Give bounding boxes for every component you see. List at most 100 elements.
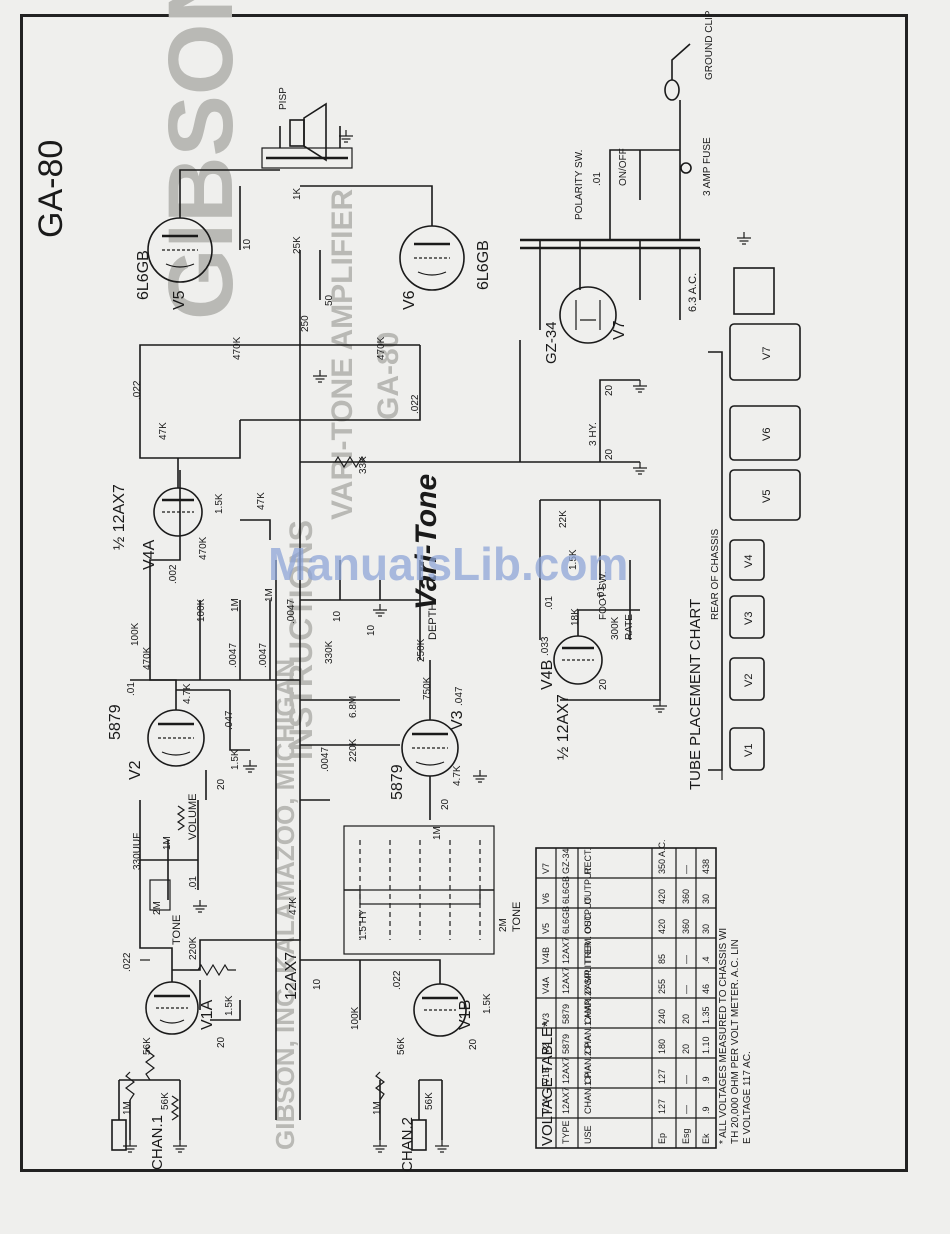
mix-c-0047-a: .0047 — [228, 643, 239, 668]
mix-r-100k-b: 100K — [196, 598, 207, 622]
table-cell: V6 — [541, 893, 551, 904]
placement-chart-title: TUBE PLACEMENT CHART — [687, 599, 704, 790]
trem-c-10-a: 10 — [332, 610, 343, 622]
table-cell: .4 — [701, 956, 711, 964]
table-cell: 420 — [657, 889, 667, 904]
plug-icon — [664, 43, 691, 101]
v7-label: V7 — [611, 320, 628, 340]
table-cell: .9 — [701, 1106, 711, 1114]
table-cell: 5879 — [561, 1034, 571, 1054]
trem-c-10-b: 10 — [366, 624, 377, 636]
tone-c-330uuf: 330UUF — [132, 833, 143, 870]
output-transformer — [261, 126, 353, 169]
table-cell: 360 — [681, 889, 691, 904]
table-cell: 6L6GB — [561, 876, 571, 904]
table-cell: 1.10 — [701, 1036, 711, 1054]
osc-r-18k: 18K — [570, 608, 581, 626]
vari-tone-logo: Vari-Tone — [410, 474, 443, 610]
table-header-ek: Ek — [701, 1133, 711, 1144]
placement-slot-v1: V1 — [729, 727, 765, 771]
v3-r-68m: 6.8M — [348, 696, 359, 718]
polarity-sw-label: POLARITY SW. — [574, 150, 585, 220]
chan1-r-56k-b: 56K — [160, 1092, 171, 1110]
osc-c-01-b: .01 — [596, 586, 607, 600]
v4a-label: V4A — [141, 539, 158, 570]
osc-c-033: .033 — [540, 636, 551, 656]
page-border — [20, 14, 908, 1172]
v5-label: V5 — [171, 290, 188, 310]
osc-c-20: 20 — [598, 678, 609, 690]
table-cell: Ø SPLITTER — [583, 941, 593, 994]
placement-slot-v7: V7 — [729, 267, 801, 381]
ghost-line3: INSTRUCTIONS — [283, 520, 319, 760]
channel-2-input — [372, 1071, 450, 1153]
tone-network — [343, 825, 495, 955]
ghost-line2: GA-80 — [372, 332, 405, 420]
model-title: GA-80 — [32, 140, 70, 238]
placement-slot-label: V6 — [761, 428, 773, 441]
ground-clip-label: GROUND CLIP — [704, 10, 715, 80]
table-cell: — — [681, 955, 691, 964]
rate-label: RATE — [624, 614, 635, 640]
chan1-label: CHAN.1 — [149, 1115, 166, 1170]
v7-type: GZ-34 — [543, 321, 560, 364]
table-cell: 6L6GB — [561, 906, 571, 934]
depth-label: DEPTH — [427, 603, 439, 640]
v4a-r-47k-plate: 47K — [158, 422, 169, 440]
note-line-1: * ALL VOLTAGES MEASURED TO CHASSIS WI — [718, 928, 729, 1144]
v1a-r-220k: 220K — [188, 936, 199, 960]
placement-slot-label: V3 — [743, 612, 755, 625]
table-cell: 240 — [657, 1009, 667, 1024]
v1a-c-022: .022 — [122, 952, 133, 972]
channel-1-input — [111, 1045, 188, 1153]
table-cell: 20 — [681, 1044, 691, 1054]
mix-r-1m-b: 1M — [264, 588, 275, 602]
table-cell: V4A — [541, 977, 551, 994]
table-cell: 46 — [701, 984, 711, 994]
v4a-c-022-b: .022 — [410, 394, 421, 414]
mains-c-01: .01 — [592, 172, 603, 186]
v1b-c-20: 20 — [468, 1038, 479, 1050]
table-cell: 20 — [681, 1014, 691, 1024]
note-line-3: E VOLTAGE 117 AC. — [742, 1051, 753, 1144]
mix-c-0047-b: .0047 — [258, 643, 269, 668]
table-cell: 438 — [701, 859, 711, 874]
chan2-r-1m: 1M — [372, 1101, 383, 1115]
table-cell: RECT. — [583, 848, 593, 874]
table-cell: V5 — [541, 923, 551, 934]
note-line-2: TH 20,000 OHM PER VOLT METER. A.C. LIN — [730, 939, 741, 1144]
osc-c-01-a: .01 — [544, 596, 555, 610]
chan2-r-56k-b: 56K — [424, 1092, 435, 1110]
placement-slot-v5: V5 — [729, 469, 801, 521]
v4b-label: V4B — [539, 660, 556, 690]
v1b-r-100k: 100K — [350, 1006, 361, 1030]
screen-c-10: 10 — [242, 238, 253, 250]
v1a-label: V1A — [199, 999, 216, 1030]
v2-c-01: .01 — [126, 682, 137, 696]
table-cell: V7 — [541, 863, 551, 874]
tube-v4a — [153, 487, 203, 537]
v2-r-47k: 4.7K — [182, 683, 193, 704]
v6-type: 6L6GB — [475, 240, 492, 290]
v4a-type: ½ 12AX7 — [111, 484, 128, 550]
voltage-table-title: VOLTAGE TABLE* — [539, 1021, 556, 1146]
table-cell: 12AX7 — [561, 967, 571, 994]
v3-r-1m: 1M — [432, 826, 443, 840]
v4a-r-47k: 47K — [256, 492, 267, 510]
table-cell: 360 — [681, 919, 691, 934]
v3-r-47k: 4.7K — [452, 765, 463, 786]
grid-r-470k-a: 470K — [232, 336, 243, 360]
table-cell: V4B — [541, 947, 551, 964]
mix-r-1m-a: 1M — [230, 598, 241, 612]
table-cell: OUTPUT — [583, 897, 593, 935]
screen-r-1k: 1K — [292, 187, 303, 200]
table-cell: 1.35 — [701, 1006, 711, 1024]
table-cell: 30 — [701, 894, 711, 904]
table-cell: CHAN.1 AMP. — [583, 998, 593, 1054]
fuse-icon — [680, 162, 692, 174]
table-cell: — — [681, 985, 691, 994]
v3-r-220k: 220K — [348, 738, 359, 762]
